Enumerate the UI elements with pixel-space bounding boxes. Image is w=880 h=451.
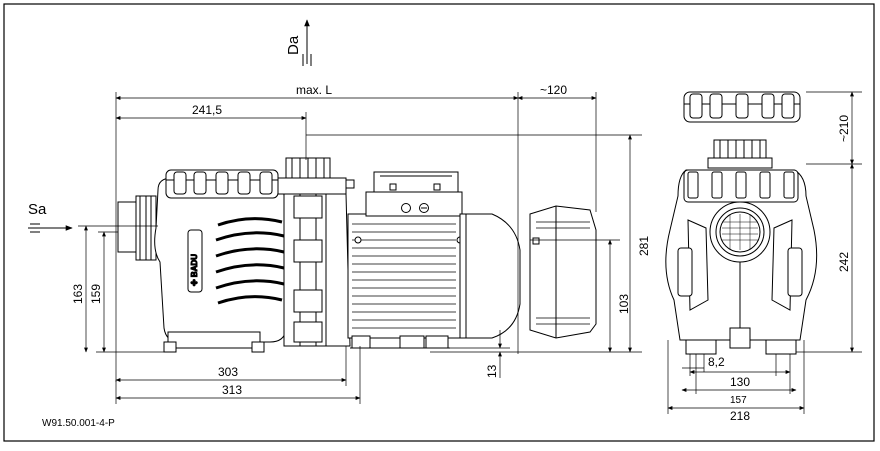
dim-width-overall: 218 [730,409,750,423]
drawing-reference: W91.50.001-4-P [42,418,115,429]
dim-height-lower: 103 [617,294,631,314]
dim-front-height: 242 [837,252,851,272]
flow-arrows [28,19,312,233]
dim-foot-offset: 13 [485,364,499,378]
fan-cover [459,213,521,339]
base-drain [729,327,751,349]
dim-height-overall: 281 [637,236,651,256]
terminal-box [365,191,463,217]
dim-suction-to-discharge: 241,5 [192,103,222,117]
drawing-border [3,3,875,442]
dim-base-length-a: 303 [218,365,238,379]
discharge-label: Da [285,35,302,55]
motor-housing [347,213,461,339]
suction-label: Sa [28,201,47,218]
fan-cover-removed [529,205,597,339]
pump-side-view: ✣ BADU [117,157,597,353]
dim-width-b: 157 [730,395,747,406]
prefilter-housing [154,177,291,343]
pump-front-view [665,91,818,355]
dim-hole-diameter: 8,2 [708,355,725,369]
dimension-lines [78,91,862,414]
dim-lid-clearance: ~210 [837,115,851,142]
dim-suction-height-a: 163 [71,284,85,304]
dim-motor-cover-clearance: ~120 [540,83,567,97]
svg-text:✣ BADU: ✣ BADU [190,254,199,286]
dim-width-a: 130 [730,375,750,389]
dim-max-length: max. L [296,83,332,97]
dim-suction-height-b: 159 [89,284,103,304]
dim-base-length-b: 313 [222,383,242,397]
